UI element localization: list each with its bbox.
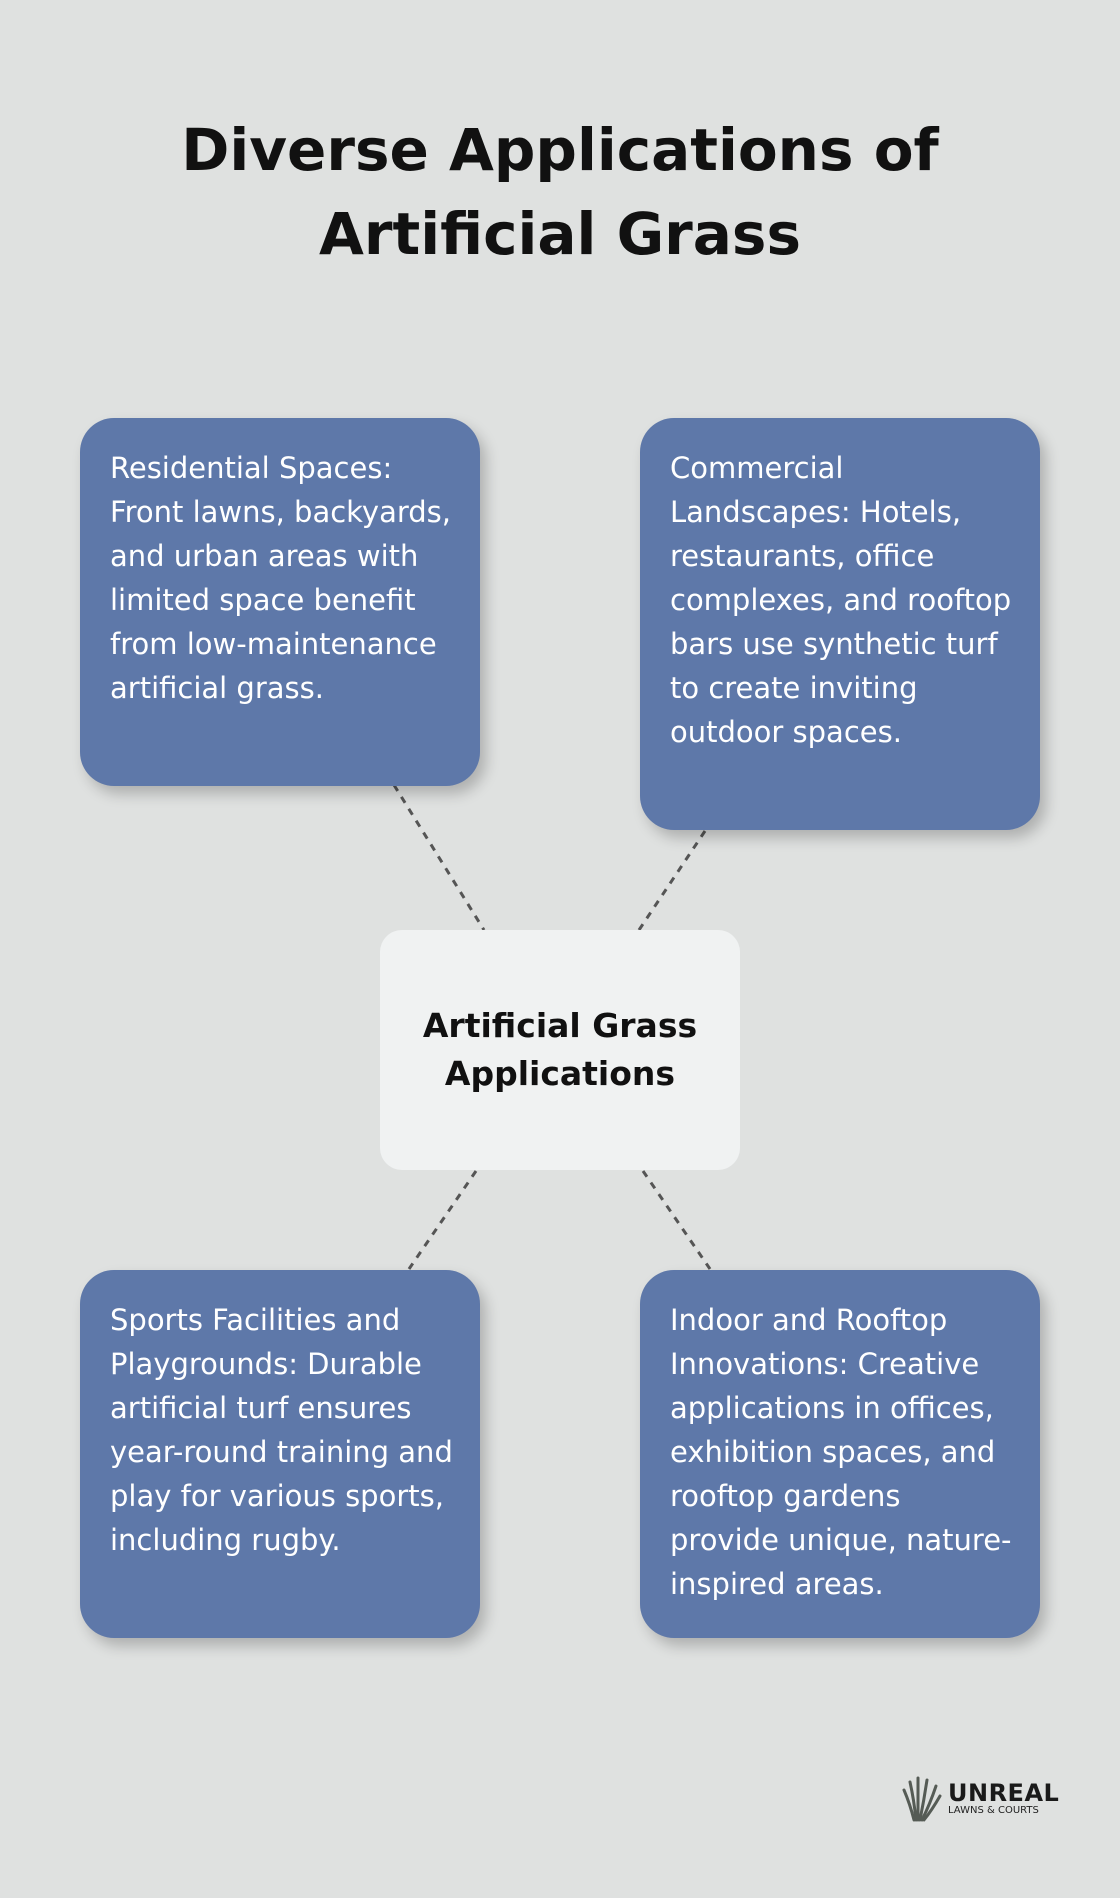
center-line-2: Applications	[444, 1054, 676, 1093]
node-text: Commercial Landscapes: Hotels, restauran…	[670, 451, 1012, 749]
connector-indoor	[641, 1170, 712, 1270]
node-text: Sports Facilities and Playgrounds: Durab…	[110, 1303, 453, 1557]
node-residential: Residential Spaces: Front lawns, backyar…	[80, 418, 480, 786]
connector-sports	[407, 1170, 478, 1270]
title-line-2: Artificial Grass	[319, 200, 801, 268]
connector-commercial	[637, 830, 707, 931]
title-line-1: Diverse Applications of	[181, 116, 939, 184]
logo-tagline: LAWNS & COURTS	[948, 1805, 1039, 1816]
grass-logo-icon	[902, 1776, 942, 1822]
node-text: Residential Spaces: Front lawns, backyar…	[110, 451, 452, 705]
center-line-1: Artificial Grass	[422, 1006, 698, 1045]
node-commercial: Commercial Landscapes: Hotels, restauran…	[640, 418, 1040, 830]
connector-residential	[392, 784, 486, 931]
logo-name: UNREAL	[948, 1779, 1060, 1807]
brand-logo: UNREAL LAWNS & COURTS	[900, 1776, 1059, 1822]
node-indoor: Indoor and Rooftop Innovations: Creative…	[640, 1270, 1040, 1638]
node-sports: Sports Facilities and Playgrounds: Durab…	[80, 1270, 480, 1638]
node-text: Indoor and Rooftop Innovations: Creative…	[670, 1303, 1012, 1601]
page-title: Diverse Applications of Artificial Grass	[0, 108, 1120, 276]
